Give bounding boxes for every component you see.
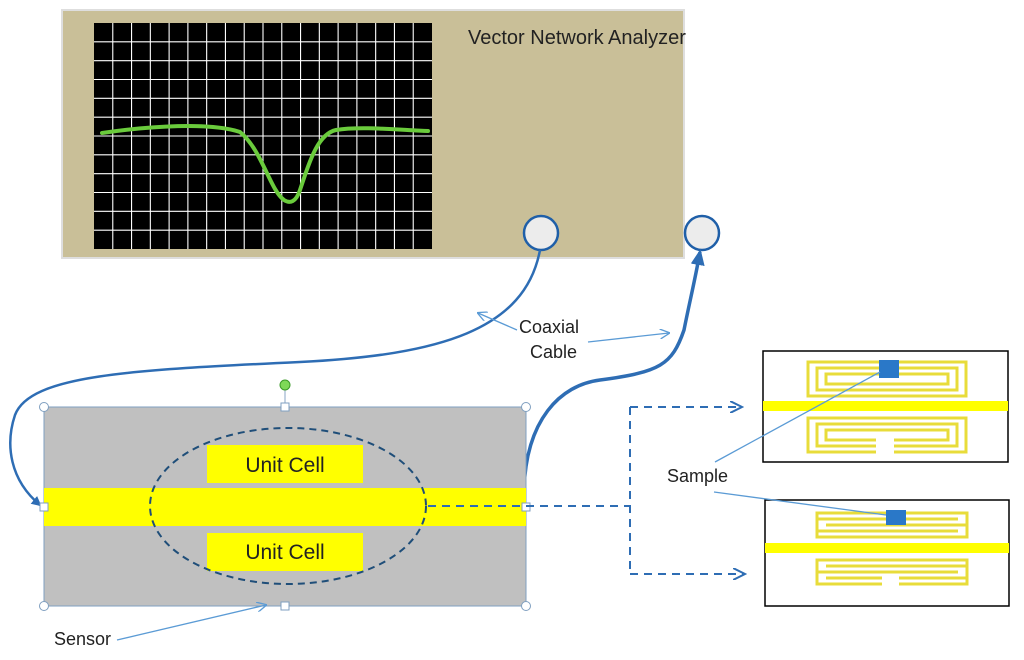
spiral-gap: [876, 435, 894, 454]
sample-pointer-top: [714, 371, 881, 463]
sensor-label: Sensor: [54, 629, 111, 649]
unit-cell-design-meander: [764, 499, 1010, 607]
sample-block-bottom: [886, 510, 906, 525]
coaxial-label-line2: Cable: [530, 342, 577, 362]
port-2-connector: [683, 214, 721, 252]
unit-cell-bottom: [207, 533, 363, 571]
sample-label: Sample: [667, 466, 728, 486]
unit-cell-bottom-label: Unit Cell: [245, 541, 324, 564]
selection-handles[interactable]: [39, 402, 531, 611]
coaxial-pointer-left: [478, 313, 518, 331]
sample-block-top: [879, 360, 899, 378]
sensor: Unit Cell Unit Cell: [39, 379, 531, 611]
analyzer-title: Vector Network Analyzer: [468, 27, 686, 49]
unit-cell-top-label: Unit Cell: [245, 454, 324, 477]
rotate-handle[interactable]: [279, 379, 291, 391]
coaxial-cable-port1: [9, 249, 542, 507]
screen-grid: [94, 23, 432, 249]
response-trace: [100, 123, 430, 204]
vector-network-analyzer: Vector Network Analyzer: [61, 9, 721, 259]
design-meander-line: [765, 543, 1009, 553]
transmission-line: [44, 488, 526, 526]
unit-cell-highlight: [149, 427, 427, 585]
coaxial-cable-port2: [522, 249, 705, 491]
coaxial-pointer-right: [587, 333, 669, 343]
unit-cell-design-spiral: [762, 350, 1009, 463]
sample-pointer-bottom: [713, 491, 887, 516]
sensor-pointer: [116, 605, 266, 641]
meander-gap: [882, 575, 899, 587]
coaxial-label-line1: Coaxial: [519, 317, 579, 337]
unit-cell-top: [207, 445, 363, 483]
design-spiral-line: [763, 401, 1008, 411]
zoom-branch: [428, 407, 745, 574]
port-1-connector: [522, 214, 560, 252]
